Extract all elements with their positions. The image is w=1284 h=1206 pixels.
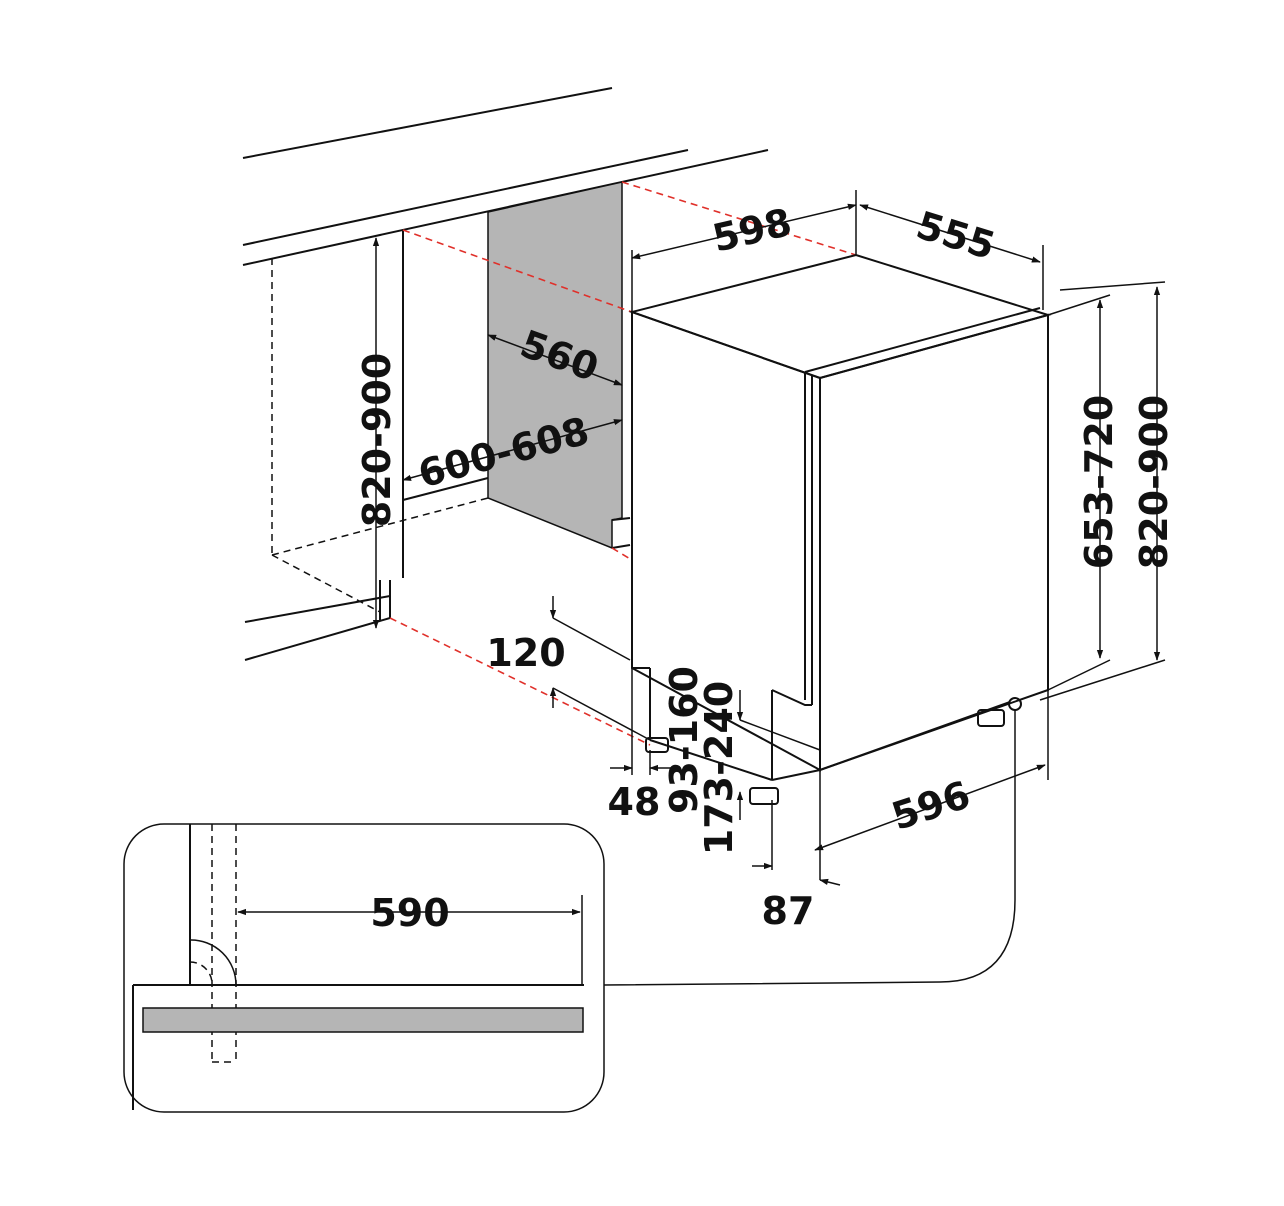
feet [645,697,1022,805]
dim-niche-height: 820-900 [355,353,399,527]
niche-cabinet-outline [244,230,489,661]
dim-plinth-height: 120 [486,631,565,675]
dim-door-offset: 87 [762,889,815,933]
dim-appliance-width: 596 [886,772,975,838]
dimension-lines [372,190,1166,886]
detail-leader [603,710,1016,986]
dim-detail-width: 590 [370,891,449,935]
dim-appliance-depth: 555 [911,203,1000,268]
detail-box [123,823,605,1113]
dim-plinth-range-a: 93-160 [662,666,706,814]
dim-door-height: 653-720 [1077,395,1121,569]
dim-plinth-range-b: 173-240 [697,681,741,855]
dishwasher-body [628,253,1052,781]
detail-door-panel [142,1007,584,1033]
dim-appliance-height: 820-900 [1132,395,1176,569]
dim-cabinet-depth: 598 [708,200,795,261]
dim-foot-offset: 48 [608,780,661,824]
